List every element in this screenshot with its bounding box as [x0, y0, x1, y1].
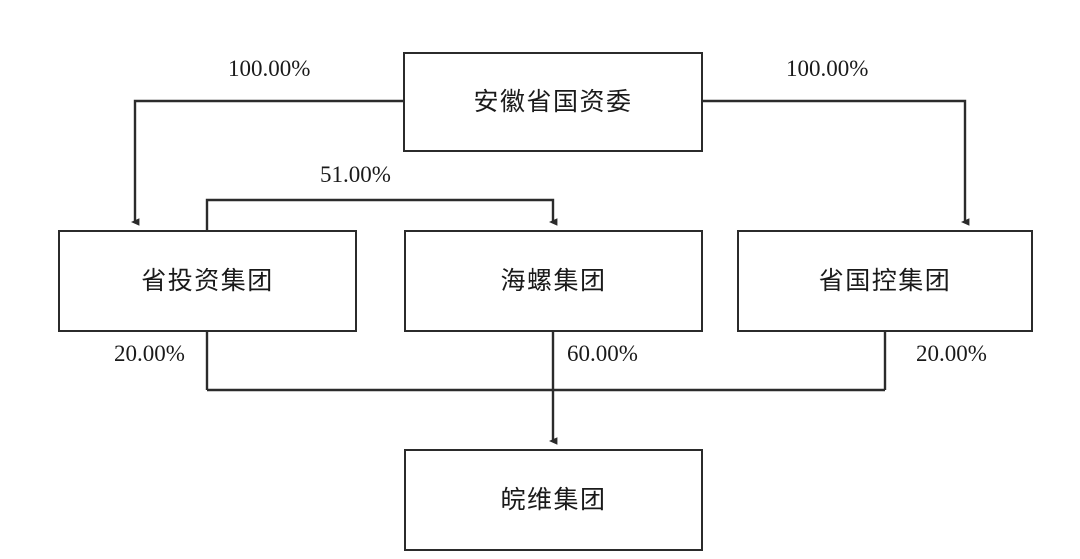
node-conch-label: 海螺集团: [500, 267, 607, 295]
connector-sasac-to-guokong: [703, 99, 970, 226]
edge-label-conch-to-wanwei: 60.00%: [567, 341, 638, 366]
edge-label-invest-to-conch: 51.00%: [320, 162, 391, 187]
node-guokong-label: 省国控集团: [818, 267, 952, 295]
node-wanwei-label: 皖维集团: [500, 486, 607, 514]
node-wanwei[interactable]: 皖维集团: [404, 449, 703, 551]
node-sasac[interactable]: 安徽省国资委: [403, 52, 703, 152]
edge-label-guokong-to-wanwei: 20.00%: [916, 341, 987, 366]
node-invest[interactable]: 省投资集团: [58, 230, 357, 332]
node-invest-label: 省投资集团: [141, 267, 274, 295]
edge-label-invest-to-wanwei: 20.00%: [114, 341, 185, 366]
connector-sasac-to-invest: [131, 99, 403, 226]
node-conch[interactable]: 海螺集团: [404, 230, 703, 332]
connector-invest-to-conch: [205, 198, 558, 230]
edge-label-sasac-to-invest: 100.00%: [228, 56, 311, 81]
node-sasac-label: 安徽省国资委: [473, 88, 633, 116]
edge-label-sasac-to-guokong: 100.00%: [786, 56, 869, 81]
node-guokong[interactable]: 省国控集团: [737, 230, 1033, 332]
